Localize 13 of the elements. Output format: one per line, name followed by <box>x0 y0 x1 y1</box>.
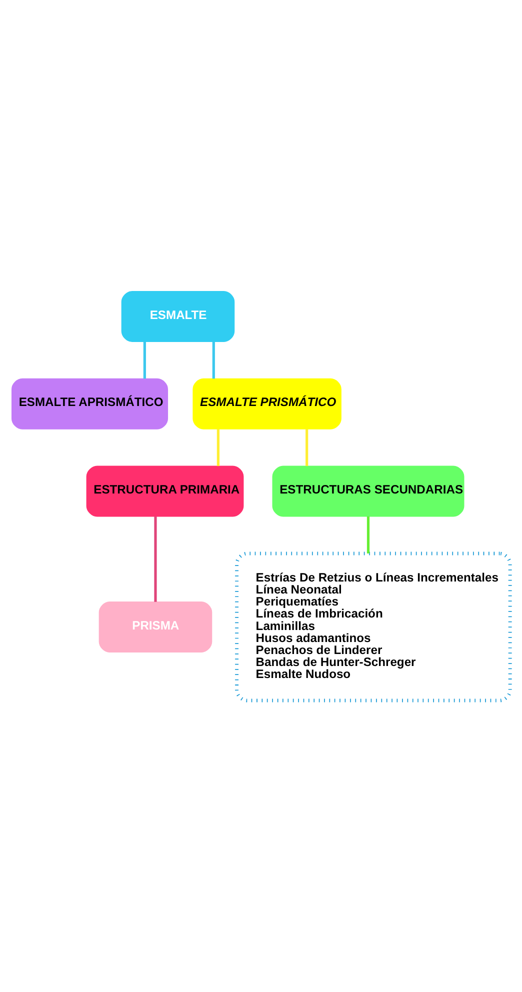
node-box: ESTRUCTURAS SECUNDARIAS <box>272 466 464 517</box>
node-box: ESTRUCTURA PRIMARIA <box>86 466 244 517</box>
node-box: ESMALTE PRISMÁTICO <box>192 378 342 430</box>
node-box: Estrías De Retzius o Líneas Incrementales Línea Neonatal Periquematíes Líneas de Imbricación Laminillas Husos adamantinos Penachos de Linderer Bandas de Hunter-Schreger Esmalte Nudoso <box>235 552 512 702</box>
node-box: PRISMA <box>98 602 212 653</box>
connector <box>143 342 146 379</box>
connector <box>366 516 370 554</box>
node-box: ESMALTE APRISMÁTICO <box>11 378 168 430</box>
node-box: ESMALTE <box>121 291 235 342</box>
connector <box>306 429 308 466</box>
connector <box>212 342 215 379</box>
connector <box>154 516 157 602</box>
connector <box>216 429 220 466</box>
